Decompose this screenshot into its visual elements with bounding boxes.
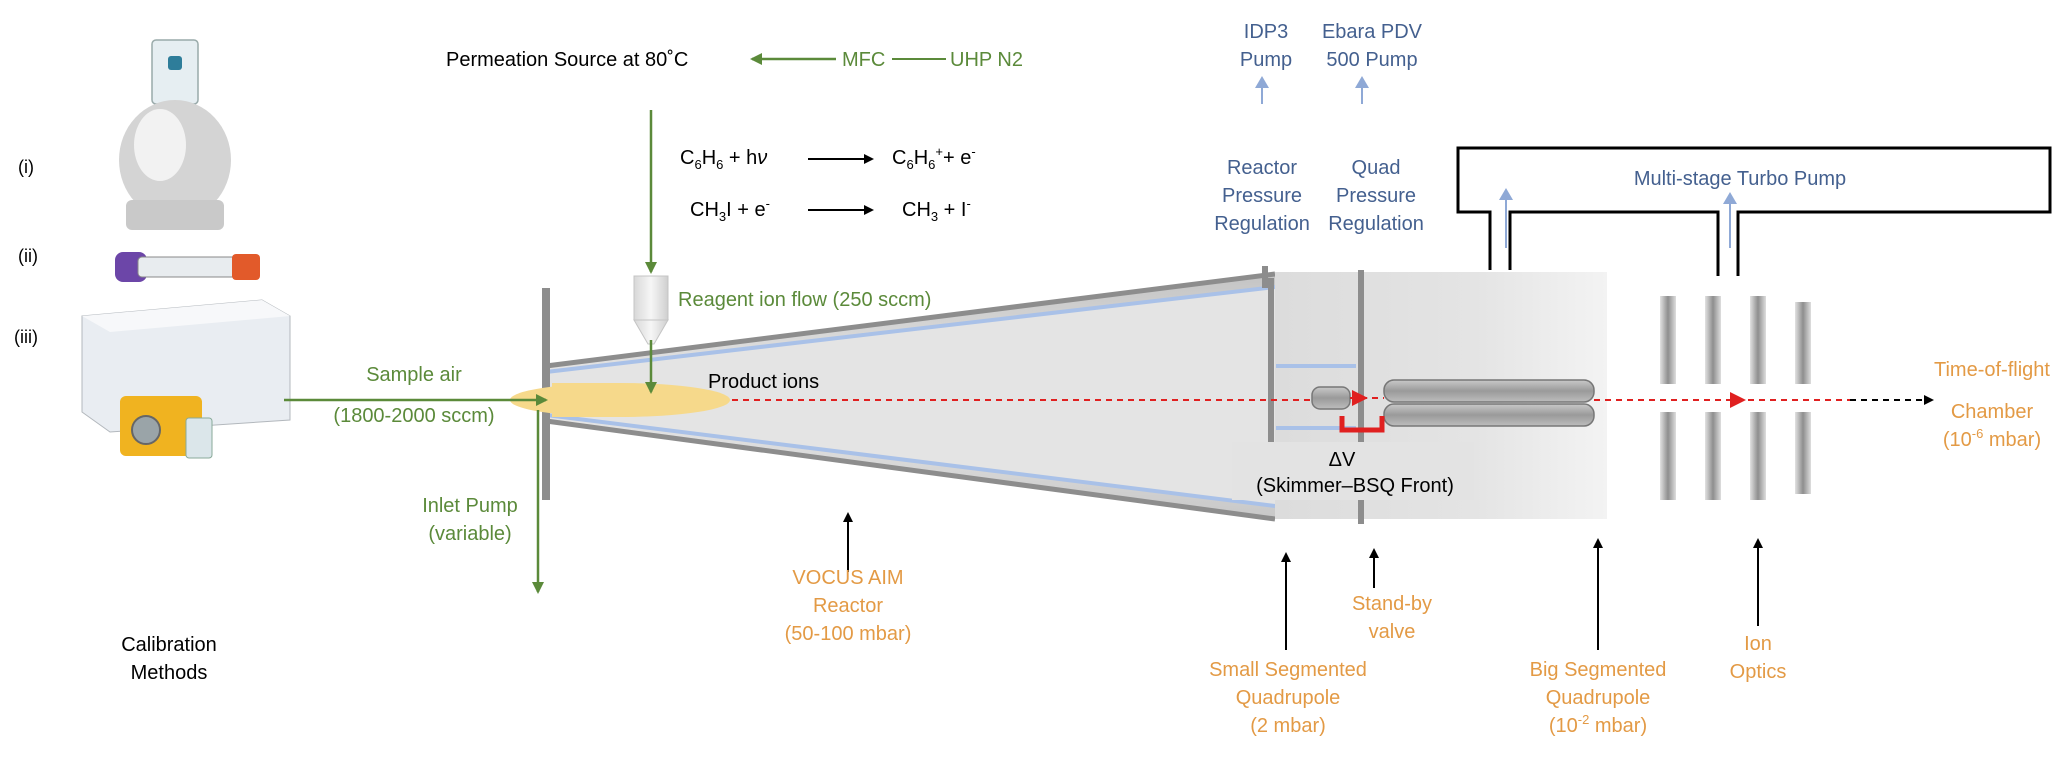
tof-label-line1: Time-of-flight xyxy=(1934,359,2050,381)
ebara-pump-label: Ebara PDV xyxy=(1322,21,1423,43)
delta-v-description: (Skimmer–BSQ Front) xyxy=(1256,475,1454,497)
bsq-label-line3: (10-2 mbar) xyxy=(1549,712,1647,737)
permeation-source-label: Permeation Source at 80˚C xyxy=(446,49,688,71)
reactor-regulation-line2: Pressure xyxy=(1222,185,1302,207)
tof-label-line2: Chamber xyxy=(1951,401,2034,423)
quad-regulation-line3: Regulation xyxy=(1328,213,1424,235)
turbo-pump-label: Multi-stage Turbo Pump xyxy=(1634,168,1846,190)
calibration-label-iii: (iii) xyxy=(14,327,38,347)
reagent-flow-label: Reagent ion flow (250 sccm) xyxy=(678,289,931,311)
inlet-pump-label: Inlet Pump xyxy=(422,495,518,517)
ebara-pump-label-line2: 500 Pump xyxy=(1326,49,1417,71)
sample-inlet: Sample air (1800-2000 sccm) Inlet Pump (… xyxy=(284,364,548,594)
sample-air-label: Sample air xyxy=(366,364,462,386)
reactor-label-line3: (50-100 mbar) xyxy=(785,623,912,645)
big-quadrupole-rod-top xyxy=(1383,379,1595,403)
quad-regulation-line2: Pressure xyxy=(1336,185,1416,207)
ion-optics-label-line2: Optics xyxy=(1730,661,1787,683)
calibration-label-ii: (ii) xyxy=(18,246,38,266)
bsq-label-line1: Big Segmented xyxy=(1530,659,1667,681)
reactor-label-line2: Reactor xyxy=(813,595,883,617)
ion-path: Product ions xyxy=(708,371,1934,408)
calibration-methods: (i) (ii) (iii) Calibration Methods xyxy=(14,39,291,684)
idp3-pump-label: IDP3 xyxy=(1244,21,1288,43)
ssq-label-line2: Quadrupole xyxy=(1236,687,1341,709)
ion-optics-label-line1: Ion xyxy=(1744,633,1772,655)
quad-regulation-line1: Quad xyxy=(1352,157,1401,179)
calibration-caption-line2: Methods xyxy=(131,662,208,684)
component-labels: VOCUS AIM Reactor (50-100 mbar) Small Se… xyxy=(785,359,2051,737)
reaction-equations: C6H6 + hν C6H6++ e- CH3I + e- CH3 + I- xyxy=(680,144,976,224)
reactor-regulation-line1: Reactor xyxy=(1227,157,1297,179)
uhp-n2-label: UHP N2 xyxy=(950,49,1023,71)
tof-label-line3: (10-6 mbar) xyxy=(1943,426,2041,451)
idp3-pump-label-line2: Pump xyxy=(1240,49,1292,71)
gas-feed: Permeation Source at 80˚C MFC UHP N2 Rea… xyxy=(446,49,1023,394)
standby-valve-label-line1: Stand-by xyxy=(1352,593,1432,615)
reaction-1-products: C6H6++ e- xyxy=(892,144,976,172)
calibration-caption-line1: Calibration xyxy=(121,634,217,656)
small-quadrupole-rod xyxy=(1311,386,1351,410)
ssq-label-line1: Small Segmented xyxy=(1209,659,1367,681)
turbo-pump-manifold: Multi-stage Turbo Pump xyxy=(1456,146,2052,276)
reaction-2-products: CH3 + I- xyxy=(902,196,971,224)
inlet-pump-variable-label: (variable) xyxy=(428,523,511,545)
ion-optics xyxy=(1660,296,1811,500)
big-quadrupole-rod-bottom xyxy=(1383,403,1595,427)
reactor-back-plate xyxy=(1268,278,1274,500)
quadrupole-chamber: ΔV (Skimmer–BSQ Front) xyxy=(1232,266,1607,524)
vocus-reactor xyxy=(510,271,1276,522)
mfc-label: MFC xyxy=(842,49,885,71)
reagent-nozzle xyxy=(633,275,669,345)
reaction-2-reactants: CH3I + e- xyxy=(690,196,770,224)
reactor-label-line1: VOCUS AIM xyxy=(792,567,903,589)
delta-v-bracket xyxy=(1339,416,1385,433)
calibration-device-image xyxy=(81,299,291,459)
reactor-regulation-line3: Regulation xyxy=(1214,213,1310,235)
sorbent-tube-image xyxy=(115,252,260,282)
pressure-pumps: IDP3 Pump Ebara PDV 500 Pump Reactor Pre… xyxy=(1214,21,1424,235)
delta-v-symbol: ΔV xyxy=(1329,449,1356,471)
calibration-label-i: (i) xyxy=(18,157,34,177)
standby-valve-label-line2: valve xyxy=(1369,621,1416,643)
reaction-1-reactants: C6H6 + hν xyxy=(680,147,767,172)
canister-image xyxy=(119,39,231,230)
sample-air-flow-label: (1800-2000 sccm) xyxy=(333,405,494,427)
product-ions-label: Product ions xyxy=(708,371,819,393)
bsq-label-line2: Quadrupole xyxy=(1546,687,1651,709)
ssq-label-line3: (2 mbar) xyxy=(1250,715,1326,737)
